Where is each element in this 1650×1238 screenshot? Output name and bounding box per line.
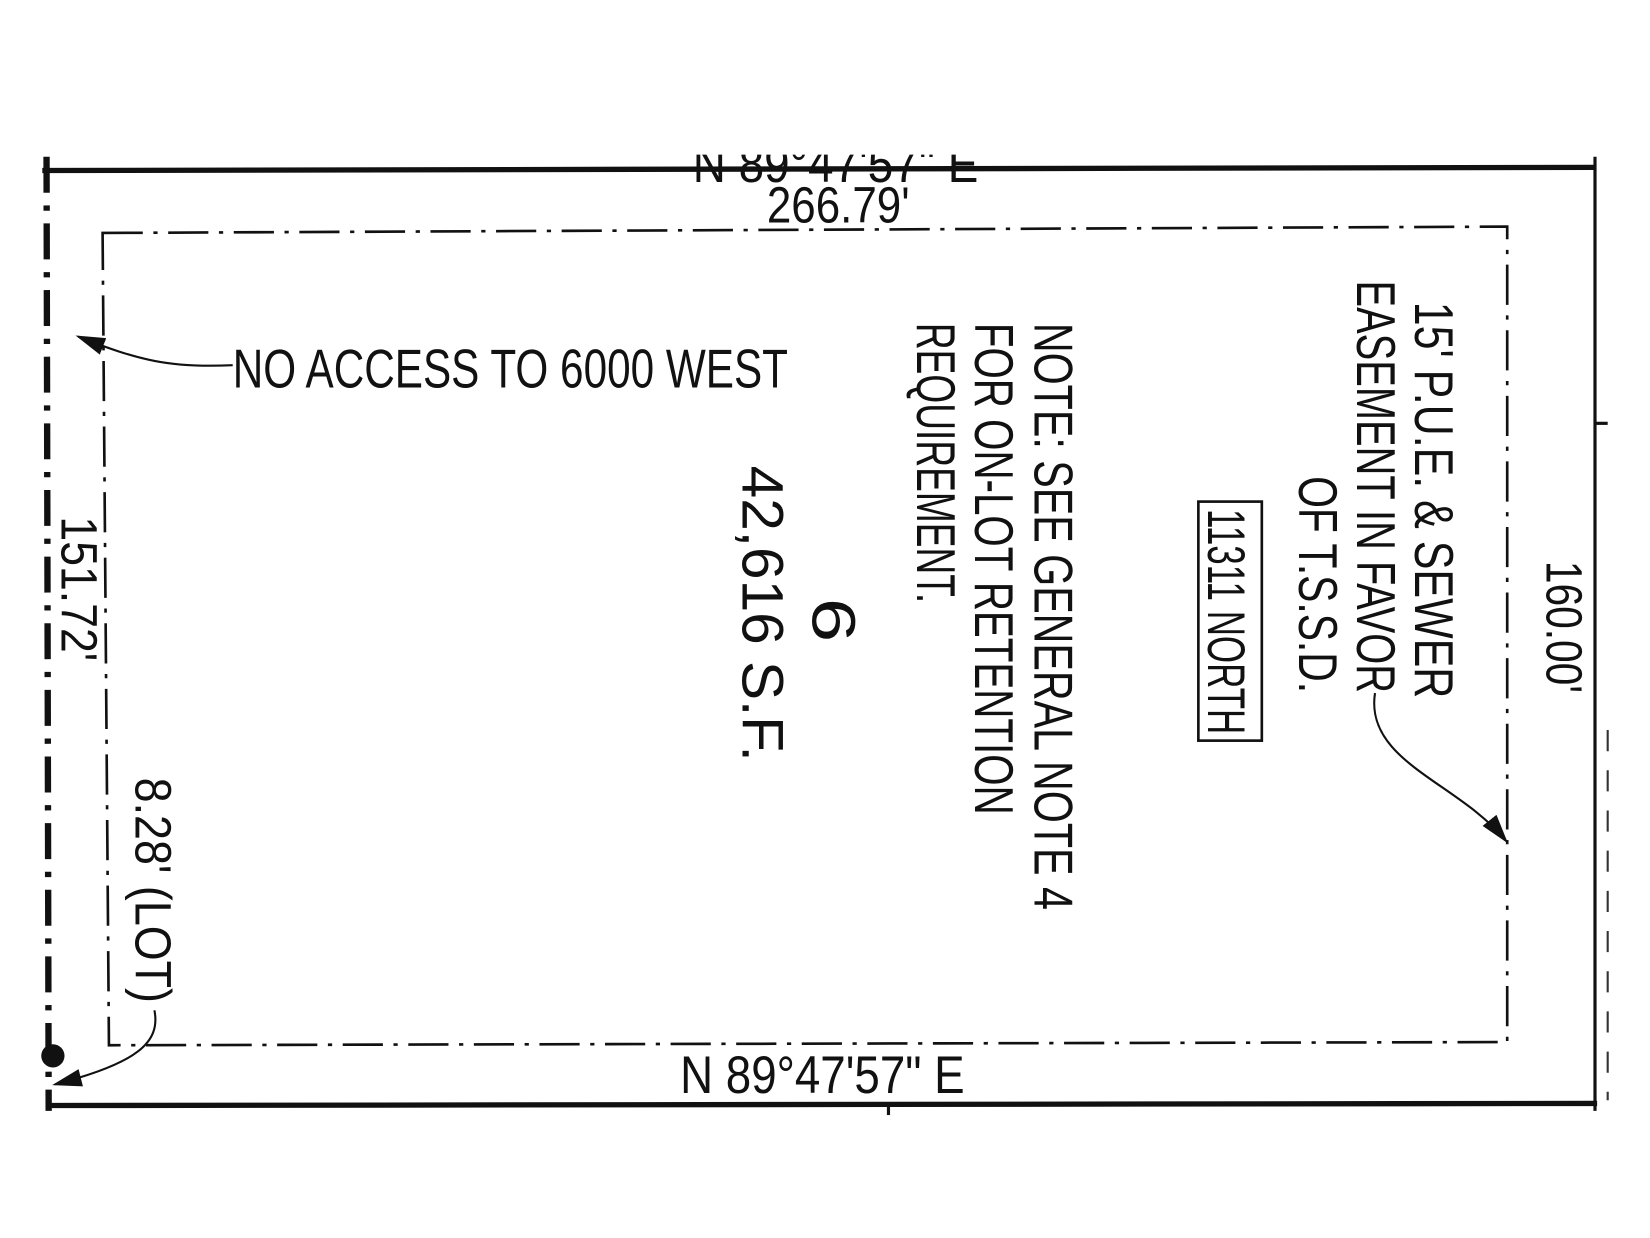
easement-note-line-3: OF T.S.S.D. (1287, 476, 1349, 693)
south-property-line (47, 1100, 1598, 1109)
lot-area: 42,616 S.F. (730, 466, 795, 762)
top-distance: 266.79' (767, 176, 910, 233)
lot-number: 6 (799, 598, 868, 642)
address-box (1197, 500, 1264, 742)
monument-point (41, 1044, 65, 1068)
easement-leader-arrow (1373, 692, 1509, 844)
easement-boundary (101, 225, 1509, 1047)
west-right-of-way-line (43, 156, 52, 1111)
left-distance: 151.72' (50, 516, 107, 661)
left-lot-distance: 8.28' (LOT) (124, 778, 181, 1003)
general-note-line-2: FOR ON-LOT RETENTION (963, 323, 1025, 815)
north-property-line (42, 164, 1596, 174)
address-label: 11311 NORTH (1196, 509, 1255, 734)
right-distance: 160.00' (1535, 561, 1592, 693)
general-note-line-1: NOTE: SEE GENERAL NOTE 4 (1022, 323, 1084, 910)
easement-note-line-2: EASEMENT IN FAVOR (1345, 281, 1407, 694)
top-bearing: N 89°47'57" E (693, 135, 979, 194)
general-note-line-3: REQUIREMENT. (905, 323, 967, 603)
lot-leader-arrow (52, 1010, 157, 1087)
easement-note-line-1: 15' P.U.E. & SEWER (1403, 302, 1465, 699)
access-leader-arrow (75, 335, 233, 367)
bottom-bearing: N 89°47'57" E (680, 1046, 965, 1105)
access-note: NO ACCESS TO 6000 WEST (233, 337, 788, 399)
